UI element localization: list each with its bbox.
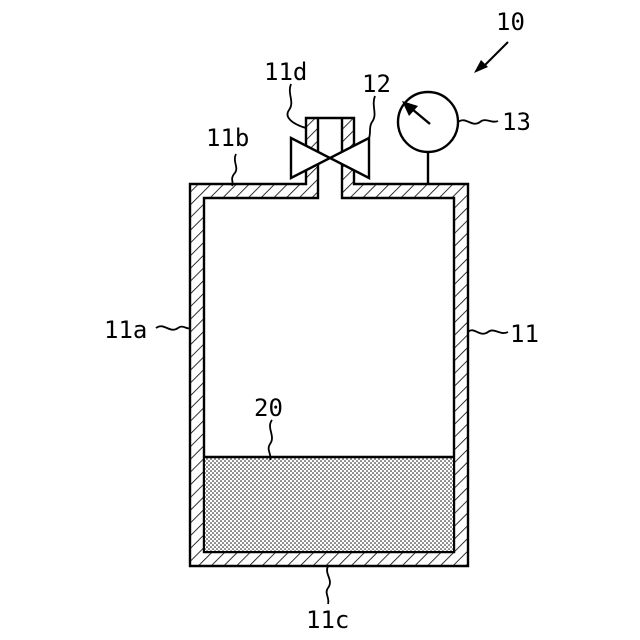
leader-11c [327, 566, 330, 604]
leader-11a [156, 326, 190, 329]
ref-12: 12 [362, 70, 391, 98]
leader-11b [232, 154, 236, 186]
ref-11b: 11b [206, 124, 249, 152]
leader-20 [269, 420, 272, 460]
ref-11: 11 [510, 320, 539, 348]
reference-arrow-icon [474, 42, 508, 73]
ref-11a: 11a [104, 316, 147, 344]
leader-13 [458, 120, 498, 124]
ref-11c: 11c [306, 606, 349, 634]
contents-fill [205, 457, 453, 551]
ref-20: 20 [254, 394, 283, 422]
bowtie-valve-icon [291, 138, 369, 178]
ref-11d: 11d [264, 58, 307, 86]
leader-11d [288, 84, 306, 128]
leader-12 [368, 96, 375, 140]
ref-10: 10 [496, 8, 525, 36]
leader-11 [468, 330, 508, 333]
ref-13: 13 [502, 108, 531, 136]
pressure-gauge-icon [398, 92, 458, 184]
